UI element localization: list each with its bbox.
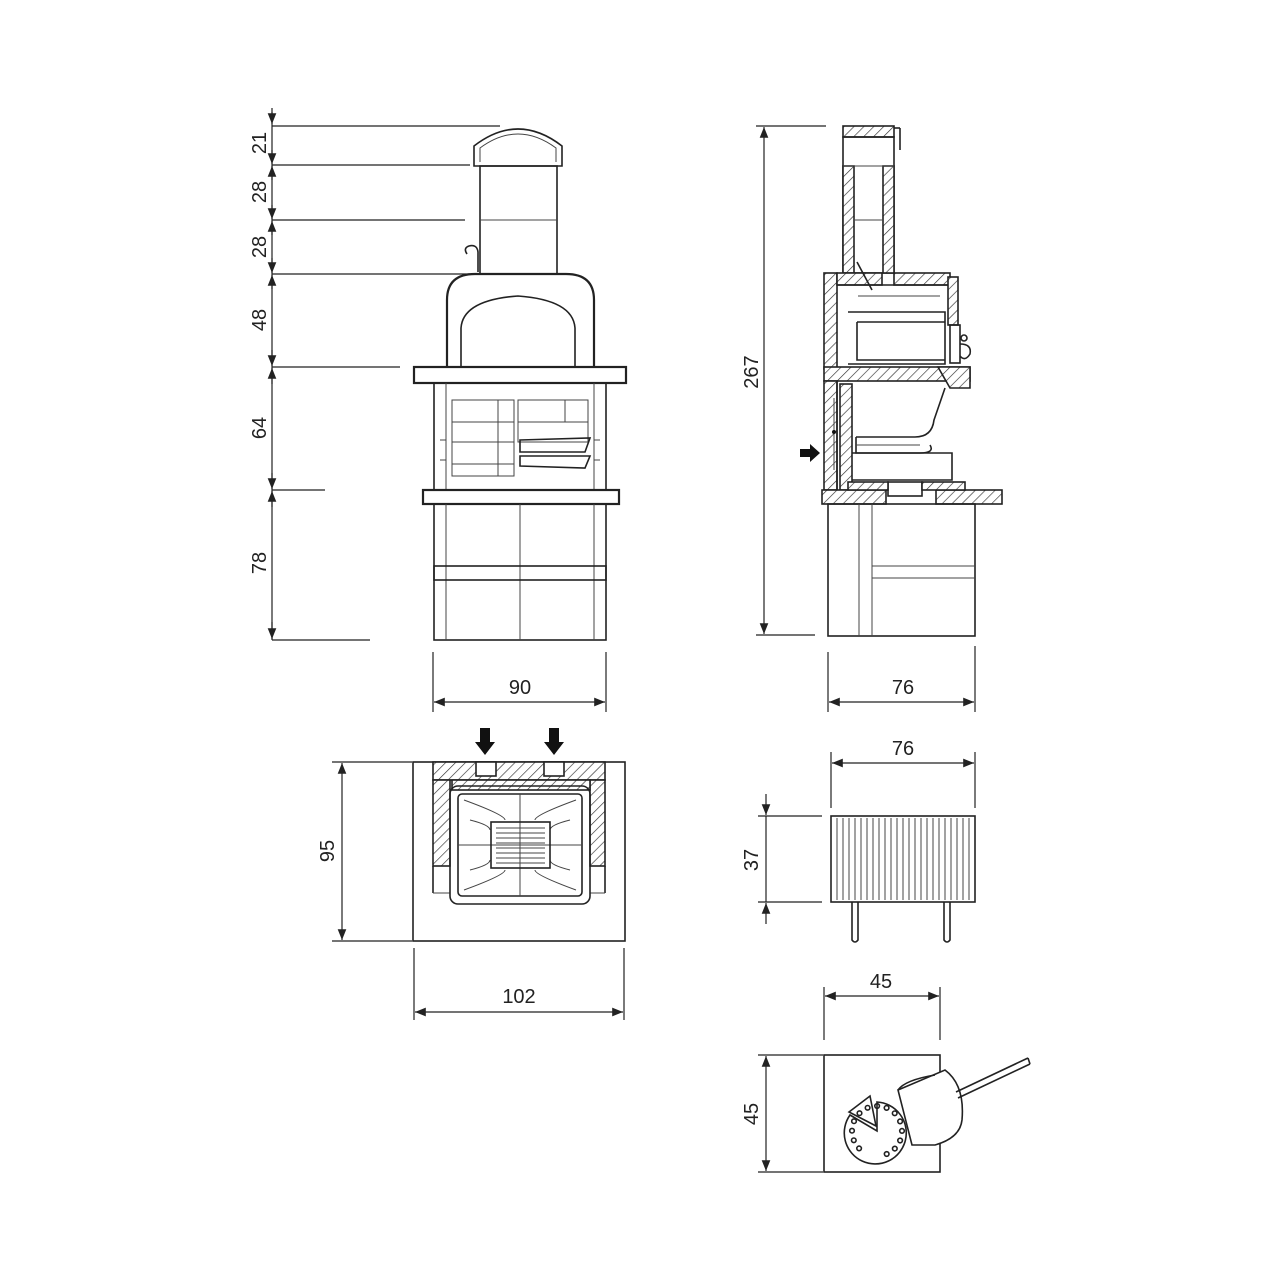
dim-front-28a: 28 <box>249 181 271 203</box>
dim-side-depth: 76 <box>892 677 914 699</box>
dim-accessory-height: 37 <box>741 849 763 871</box>
accessory-view: 76 37 <box>741 738 976 943</box>
front-view: 21 28 28 48 64 78 <box>249 108 628 712</box>
square-view: 45 45 <box>741 971 1031 1173</box>
dim-side-height: 267 <box>741 355 763 388</box>
dim-front-28b: 28 <box>249 236 271 258</box>
accessory-slats <box>836 818 970 900</box>
dim-top-width: 102 <box>502 986 535 1008</box>
dim-front-78: 78 <box>249 552 271 574</box>
front-firebrick <box>451 399 589 477</box>
top-view: 95 <box>317 728 626 1020</box>
dim-accessory-width: 76 <box>892 738 914 760</box>
dim-square-height: 45 <box>741 1103 763 1125</box>
pizza-dots <box>848 1102 906 1158</box>
side-section-view: 267 <box>741 125 1003 712</box>
dim-front-48: 48 <box>249 309 271 331</box>
dim-front-21: 21 <box>249 132 271 154</box>
dim-square-width: 45 <box>870 971 892 993</box>
dim-front-64: 64 <box>249 417 271 439</box>
dim-top-depth: 95 <box>317 840 339 862</box>
central-grate-slots <box>496 827 545 864</box>
front-height-dimensions: 21 28 28 48 64 78 <box>249 108 500 641</box>
dim-front-width: 90 <box>509 677 531 699</box>
